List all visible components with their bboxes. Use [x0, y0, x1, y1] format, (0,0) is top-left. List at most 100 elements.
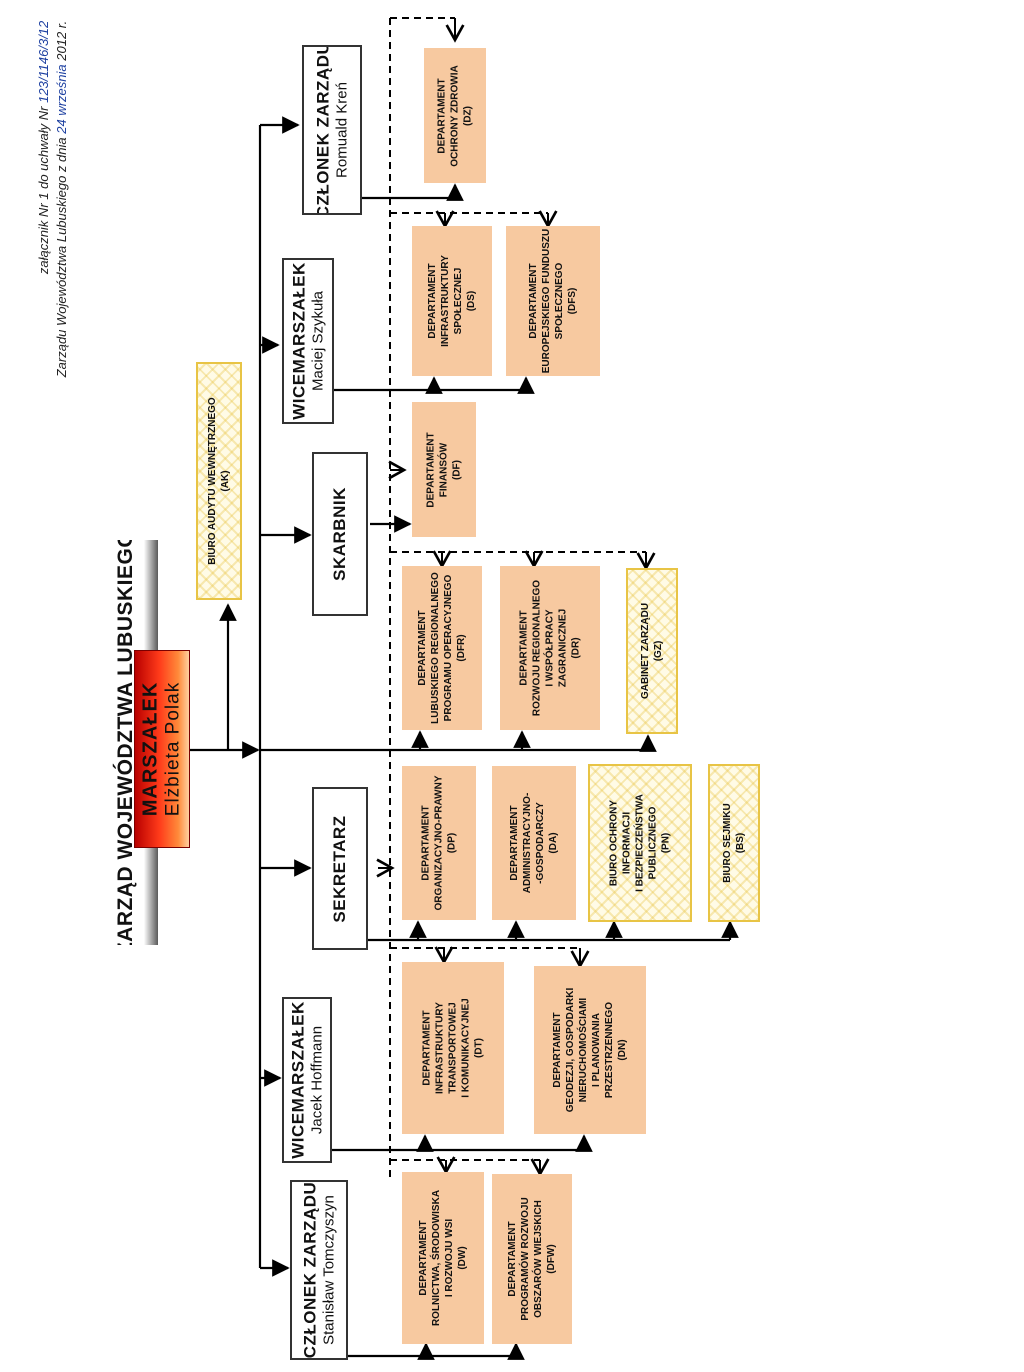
- box-label-line: BIURO OCHRONY: [608, 799, 620, 887]
- attachment-note: załącznik Nr 1 do uchwały Nr 123/1146/3/…: [28, 6, 78, 391]
- member-name: Maciej Szykuła: [309, 290, 327, 392]
- audit-office-label: BIURO AUDYTU WEWNĘTRZNEGO: [207, 397, 218, 565]
- box-label-line: (PN): [660, 832, 672, 854]
- box-label-line: PUBLICZNEGO: [647, 806, 659, 880]
- box-label-line: (DW): [457, 1246, 468, 1270]
- box-label-line: DEPARTAMENT: [420, 805, 432, 881]
- box-label-line: (DF): [451, 459, 463, 480]
- box-label-line: DEPARTAMENT: [552, 1012, 563, 1088]
- box-label-line: (DFW): [546, 1244, 557, 1274]
- box-label-line: TRANSPORTOWEJ: [447, 1002, 459, 1094]
- box-label-line: (DFR): [456, 634, 467, 662]
- marshal-name: Elżbieta Polak: [162, 681, 184, 817]
- treasurer-box: SKARBNIK: [312, 452, 368, 616]
- box-label-line: DEPARTAMENT: [509, 805, 520, 881]
- secretary-box: SEKRETARZ: [312, 787, 368, 950]
- box-label-line: DEPARTAMENT: [528, 263, 539, 339]
- treasurer-label: SKARBNIK: [330, 487, 349, 581]
- box-label-line: ADMINISTRACYJNO-: [522, 792, 533, 894]
- box-label-line: PROGRAMU OPERACYJNEGO: [443, 574, 454, 722]
- box-label-line: DEPARTAMENT: [425, 431, 437, 508]
- box-label-line: ORGANIZACYJNO-PRAWNY: [433, 775, 445, 911]
- box-label-line: ZAGRANICZNEJ: [557, 608, 569, 688]
- box-label-line: PROGRAMÓW ROZWOJU: [520, 1197, 531, 1321]
- box-label-line: DEPARTAMENT: [427, 263, 438, 339]
- box-label-line: (DA): [548, 832, 559, 854]
- box-label-line: DEPARTAMENT: [418, 1220, 429, 1296]
- box-label-line: I ROZWOJU WSI: [444, 1218, 455, 1298]
- box-label-line: LUBUSKIEGO REGIONALNEGO: [430, 572, 441, 724]
- box-label-line: (DR): [570, 637, 582, 659]
- box-label-line: NIERUCHOMOŚCIAMI: [578, 997, 589, 1103]
- box-label-line: INFRASTRUKTURY: [440, 255, 451, 347]
- box-label-line: (DP): [446, 832, 458, 854]
- box-label-line: OBSZARÓW WIEJSKICH: [533, 1200, 544, 1318]
- audit-office-code: (AK): [220, 470, 231, 492]
- box-label-line: I WSPÓŁPRACY: [544, 609, 556, 687]
- member-name: Stanisław Tomczyszyn: [320, 1195, 338, 1345]
- secretary-label: SEKRETARZ: [330, 814, 349, 923]
- box-label-line: INFORMACJI: [621, 811, 633, 875]
- box-label-line: OCHRONY ZDROWIA: [449, 64, 461, 167]
- box-label-line: DEPARTAMENT: [417, 610, 428, 686]
- box-label-line: (DZ): [462, 105, 474, 126]
- box-label-line: I PLANOWANIA: [591, 1013, 602, 1087]
- box-label-line: FINANSÓW: [438, 442, 450, 497]
- marshal-role: MARSZAŁEK: [139, 681, 162, 817]
- member-name: Jacek Hoffmann: [308, 1025, 326, 1135]
- box-label-line: INFRASTRUKTURY: [434, 1002, 446, 1094]
- box-label-line: (DFS): [567, 287, 578, 315]
- box-label-line: GEODEZJI, GOSPODARKI: [565, 987, 576, 1113]
- attachment-note-line2: Zarządu Województwa Lubuskiego z dnia 24…: [54, 20, 69, 377]
- member-role: CZŁONEK ZARZĄDU: [300, 1181, 320, 1359]
- box-label-line: I BEZPIECZEŃSTWA: [634, 794, 646, 892]
- box-label-line: BIURO SEJMIKU: [722, 803, 733, 883]
- box-label-line: EUROPEJSKIEGO FUNDUSZU: [541, 228, 552, 374]
- member-role: WICEMARSZAŁEK: [288, 1001, 308, 1159]
- box-label-line: I KOMUNIKACYJNEJ: [460, 998, 472, 1098]
- box-label-line: (DT): [473, 1038, 485, 1058]
- box-label-line: (BS): [735, 832, 746, 854]
- box-label-line: (DN): [617, 1039, 628, 1061]
- marshal-box: MARSZAŁEK Elżbieta Polak: [134, 650, 190, 848]
- box-label-line: PRZESTRZENNEGO: [604, 1001, 615, 1099]
- box-label-line: GABINET ZARZĄDU: [640, 602, 651, 700]
- box-label-line: (DS): [466, 290, 477, 312]
- attachment-note-line1: załącznik Nr 1 do uchwały Nr 123/1146/3/…: [36, 20, 51, 274]
- box-label-line: DEPARTAMENT: [507, 1221, 518, 1297]
- box-label-line: SPOŁECZNEGO: [554, 262, 565, 340]
- box-label-line: SPOŁECZNEJ: [453, 267, 464, 335]
- box-label-line: ROLNICTWA, ŚRODOWISKA: [431, 1189, 442, 1327]
- box-label-line: ROZWOJU REGIONALNEGO: [531, 579, 543, 717]
- office-bs: BIURO SEJMIKU(BS): [708, 764, 760, 922]
- box-label-line: DEPARTAMENT: [436, 77, 448, 154]
- member-name: Romuald Kreń: [333, 82, 351, 178]
- box-label-line: -GOSPODARCZY: [535, 802, 546, 884]
- box-label-line: DEPARTAMENT: [518, 610, 530, 686]
- audit-office-box: BIURO AUDYTU WEWNĘTRZNEGO (AK): [196, 362, 242, 600]
- office-gz: GABINET ZARZĄDU(GZ): [626, 568, 678, 734]
- member-role: CZŁONEK ZARZĄDU: [313, 45, 333, 215]
- box-label-line: DEPARTAMENT: [421, 1010, 433, 1086]
- box-label-line: (GZ): [653, 640, 664, 662]
- member-role: WICEMARSZAŁEK: [289, 262, 309, 420]
